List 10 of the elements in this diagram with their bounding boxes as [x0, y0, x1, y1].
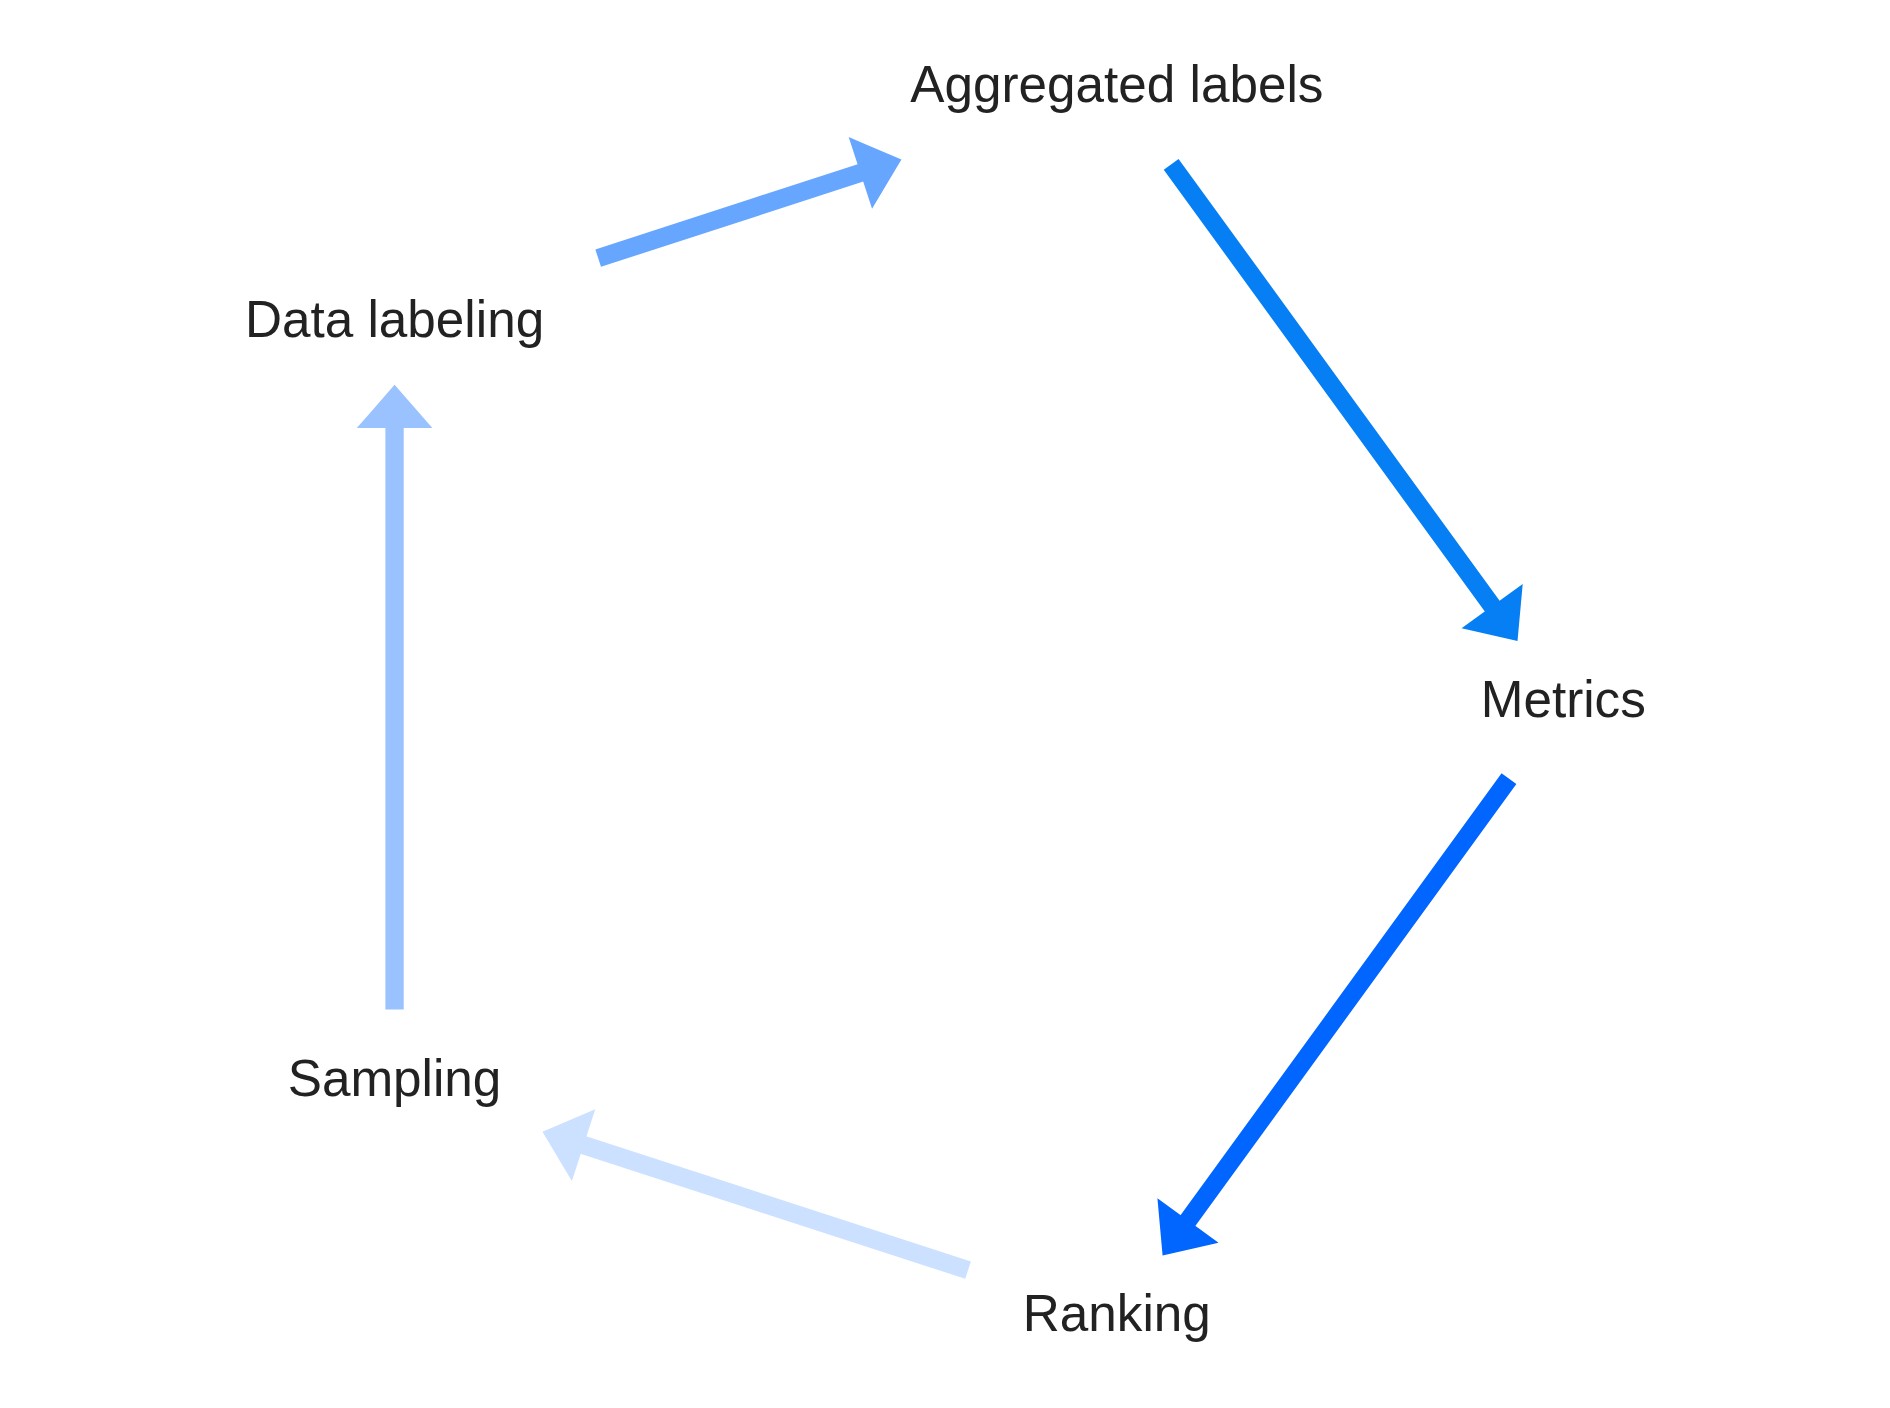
arrow [594, 136, 901, 267]
arrow [1163, 158, 1523, 642]
node-text: Aggregated labels [909, 56, 1323, 114]
arrow [356, 384, 432, 1010]
arrow [1156, 773, 1516, 1256]
node-text: Ranking [1022, 1285, 1211, 1343]
node-text: Sampling [287, 1050, 501, 1108]
node-text: Metrics [1480, 670, 1646, 728]
node-text: Data labeling [244, 290, 544, 348]
arrow [541, 1109, 971, 1279]
